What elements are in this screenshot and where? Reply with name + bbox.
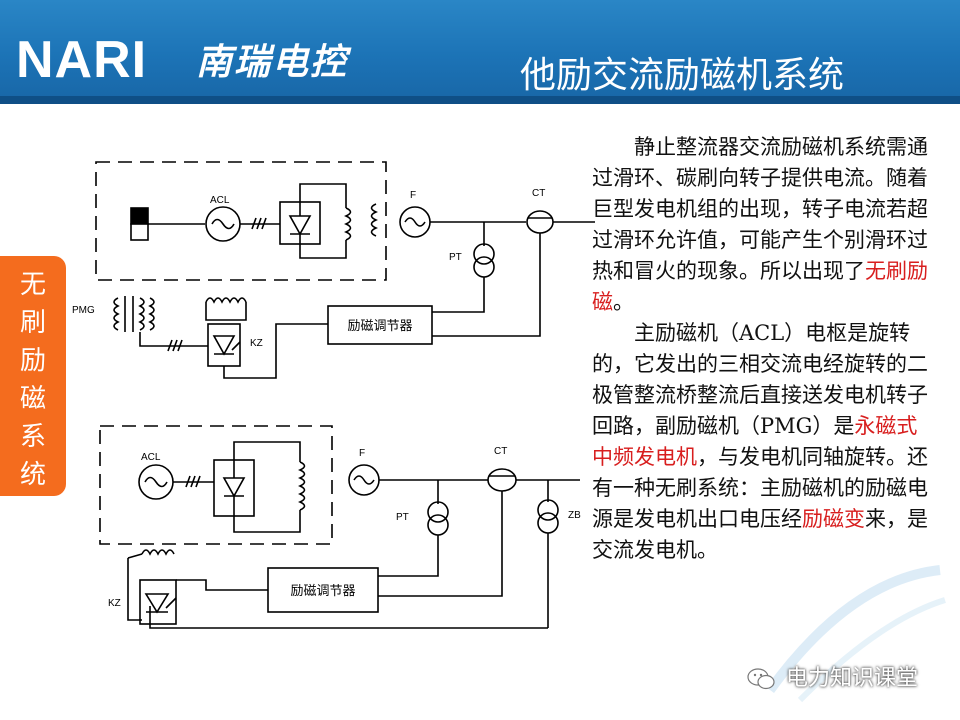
bottom-pt <box>427 501 449 536</box>
p2-text-c: 来，是交流发电机。 <box>592 507 928 562</box>
p1-text: 静止整流器交流励磁机系统需通过滑环、碳刷向转子提供电流。随着巨型发电机组的出现，… <box>592 135 928 283</box>
p1-end: 。 <box>613 290 634 314</box>
p2-highlight-1: 永磁式中频发电机 <box>592 414 918 469</box>
top-f-label: F <box>410 190 416 201</box>
paragraph-2: 主励磁机（ACL）电枢是旋转的，它发出的三相交流电经旋转的二极管整流桥整流后直接… <box>592 318 938 566</box>
body-text: 静止整流器交流励磁机系统需通过滑环、碳刷向转子提供电流。随着巨型发电机组的出现，… <box>592 132 938 566</box>
bottom-kz-winding <box>141 549 175 556</box>
top-pmg-hash <box>167 339 183 352</box>
watermark-text: 电力知识课堂 <box>786 666 919 691</box>
side-tab-char: 励 <box>19 346 46 376</box>
bottom-kz-thyristor <box>139 579 177 625</box>
top-pmg-label: PMG <box>72 305 95 316</box>
side-tab-char: 刷 <box>19 308 46 338</box>
logo-nari: NARI <box>16 31 148 89</box>
bottom-zb-label: ZB <box>568 510 581 521</box>
top-regulator-label: 励磁调节器 <box>347 318 412 333</box>
bottom-kz-label: KZ <box>108 598 121 609</box>
bottom-rectifier <box>213 459 255 517</box>
top-generator-f <box>399 206 431 238</box>
top-acl-label: ACL <box>210 195 230 206</box>
side-tab-brushless: 无 刷 励 磁 系 统 <box>0 256 66 496</box>
wechat-icon <box>747 668 775 690</box>
bottom-ct-label: CT <box>494 446 507 457</box>
bottom-acl-label: ACL <box>141 452 161 463</box>
top-pmg <box>113 296 155 332</box>
top-terminal-block <box>130 207 149 241</box>
top-armature-winding <box>370 203 378 237</box>
top-hash-marks <box>251 217 267 230</box>
top-acl-generator <box>205 206 241 242</box>
bottom-pt-label: PT <box>396 512 409 523</box>
side-tab-char: 无 <box>19 270 46 300</box>
top-pt <box>473 243 495 278</box>
circuit-diagram: ACL F CT PT 励磁调节器 <box>72 161 595 629</box>
header-banner <box>0 0 960 104</box>
top-field-winding <box>344 207 352 241</box>
side-tab-char: 统 <box>19 460 46 490</box>
bottom-acl-generator <box>138 464 174 500</box>
bottom-ct <box>487 468 517 492</box>
bottom-generator-f <box>348 464 380 496</box>
p2-text-a: 主励磁机（ACL）电枢是旋转的，它发出的三相交流电经旋转的二极管整流桥整流后直接… <box>592 321 928 438</box>
bottom-f-label: F <box>359 448 365 459</box>
top-ct-label: CT <box>532 188 545 199</box>
p2-highlight-2: 励磁变 <box>802 507 865 531</box>
top-regulator-box <box>327 305 433 345</box>
bottom-field-winding <box>298 461 306 511</box>
bottom-regulator-label: 励磁调节器 <box>290 583 355 598</box>
p2-text-b: ，与发电机同轴旋转。还有一种无刷系统：主励磁机的励磁电源是发电机出口电压经 <box>592 445 928 531</box>
top-kz-label: KZ <box>250 338 263 349</box>
background-swirl <box>765 565 946 703</box>
top-rectifier <box>279 201 321 245</box>
header-stripe <box>0 96 960 104</box>
page-title: 他励交流励磁机系统 <box>520 55 845 96</box>
top-kz-winding <box>205 297 247 304</box>
logo-chinese: 南瑞电控 <box>196 41 349 83</box>
paragraph-1: 静止整流器交流励磁机系统需通过滑环、碳刷向转子提供电流。随着巨型发电机组的出现，… <box>592 132 938 318</box>
top-dashed-boundary <box>95 161 387 281</box>
bottom-dashed-boundary <box>99 425 333 545</box>
p1-highlight: 无刷励磁 <box>592 259 928 314</box>
bottom-hash-marks <box>185 475 201 488</box>
bottom-zb <box>537 499 559 534</box>
top-kz-thyristor <box>207 323 241 367</box>
top-ct <box>526 210 554 234</box>
side-tab-char: 系 <box>19 422 46 452</box>
side-tab-char: 磁 <box>19 384 46 414</box>
top-pt-label: PT <box>449 252 462 263</box>
